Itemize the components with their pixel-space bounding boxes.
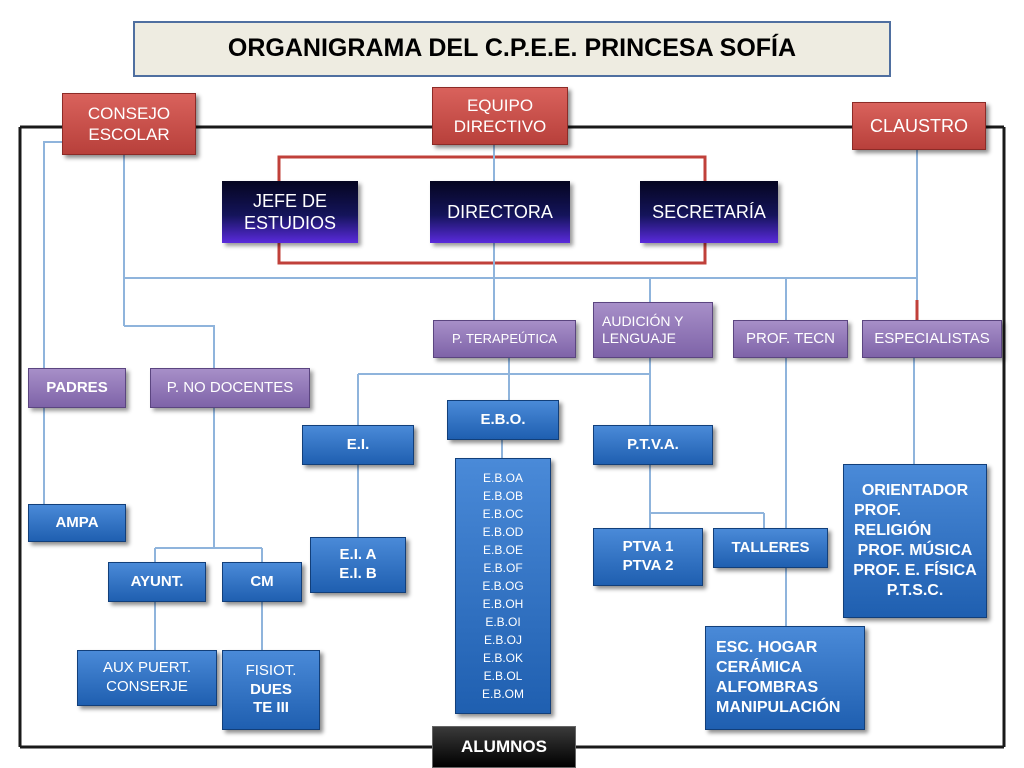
especialistas-box: ESPECIALISTAS	[862, 320, 1002, 358]
jefe-line-1: JEFE DE	[252, 190, 327, 211]
taller-item: MANIPULACIÓN	[716, 699, 841, 716]
jefe-estudios-box: JEFE DE ESTUDIOS	[222, 181, 358, 243]
talleres-box: TALLERES	[713, 528, 828, 568]
ei-groups-box: E.I. A E.I. B	[310, 537, 406, 593]
ptva-box: P.T.V.A.	[593, 425, 713, 465]
talleres-list-box: ESC. HOGAR CERÁMICA ALFOMBRAS MANIPULACI…	[705, 626, 865, 730]
ebo-box: E.B.O.	[447, 400, 559, 440]
ptva-group-1: PTVA 1	[622, 538, 674, 556]
no-docentes-box: P. NO DOCENTES	[150, 368, 310, 408]
ebo-group: E.B.OD	[482, 525, 524, 539]
ebo-group: E.B.OG	[482, 579, 524, 593]
ebo-group: E.B.OJ	[483, 633, 522, 647]
ebo-group: E.B.OH	[482, 597, 524, 611]
ebo-group: E.B.OI	[485, 615, 521, 629]
claustro-box: CLAUSTRO	[852, 102, 986, 150]
cm-box: CM	[222, 562, 302, 602]
ampa-box: AMPA	[28, 504, 126, 542]
aux-line-2: CONSERJE	[106, 678, 188, 695]
ebo-group: E.B.OB	[482, 489, 523, 503]
outer-frame	[18, 125, 1006, 749]
equipo-directivo-box: EQUIPO DIRECTIVO	[432, 87, 568, 145]
ptva-groups-box: PTVA 1 PTVA 2	[593, 528, 703, 586]
taller-item: ALFOMBRAS	[716, 679, 819, 696]
equipo-line-2: DIRECTIVO	[453, 117, 547, 136]
audicion-line-2: LENGUAJE	[602, 330, 676, 346]
ebo-groups-box: E.B.OA E.B.OB E.B.OC E.B.OD E.B.OE E.B.O…	[455, 458, 551, 714]
especialista-item: PROF. E. FÍSICA	[853, 562, 977, 579]
ayunt-box: AYUNT.	[108, 562, 206, 602]
ei-box: E.I.	[302, 425, 414, 465]
taller-item: CERÁMICA	[716, 659, 803, 676]
fisiot-line-2: DUES	[250, 680, 292, 698]
consejo-escolar-box: CONSEJO ESCOLAR	[62, 93, 196, 155]
alumnos-box: ALUMNOS	[432, 726, 576, 768]
consejo-line-1: CONSEJO	[87, 103, 171, 123]
audicion-line-1: AUDICIÓN Y	[602, 312, 684, 329]
especialista-item: PROF.	[854, 502, 902, 519]
especialista-item: RELIGIÓN	[854, 522, 932, 539]
blue-connectors	[43, 141, 918, 650]
especialista-item: P.T.S.C.	[886, 582, 944, 599]
especialista-item: PROF. MÚSICA	[857, 542, 973, 559]
ebo-group: E.B.OL	[483, 669, 523, 683]
prof-tecn-box: PROF. TECN	[733, 320, 848, 358]
fisiot-line-3: TE III	[253, 699, 289, 717]
jefe-line-2: ESTUDIOS	[243, 213, 336, 233]
secretaria-box: SECRETARÍA	[640, 181, 778, 243]
especialistas-list-box: ORIENTADOR PROF. RELIGIÓN PROF. MÚSICA P…	[843, 464, 987, 618]
aux-line-1: AUX PUERT.	[102, 659, 192, 677]
aux-box: AUX PUERT. CONSERJE	[77, 650, 217, 706]
ebo-group: E.B.OC	[482, 507, 524, 521]
ebo-group: E.B.OM	[481, 687, 524, 701]
terapeutica-box: P. TERAPEÚTICA	[433, 320, 576, 358]
taller-item: ESC. HOGAR	[716, 639, 818, 656]
direction-frame	[277, 155, 919, 320]
fisiot-line-1: FISIOT.	[245, 661, 297, 679]
audicion-lenguaje-box: AUDICIÓN Y LENGUAJE	[593, 302, 713, 358]
fisiot-box: FISIOT. DUES TE III	[222, 650, 320, 730]
ei-group-b: E.I. B	[339, 565, 377, 582]
ebo-group: E.B.OE	[482, 543, 523, 557]
chart-title: ORGANIGRAMA DEL C.P.E.E. PRINCESA SOFÍA	[133, 21, 891, 77]
ptva-group-2: PTVA 2	[622, 557, 674, 574]
equipo-line-1: EQUIPO	[466, 95, 534, 115]
ebo-group: E.B.OA	[482, 471, 523, 485]
padres-box: PADRES	[28, 368, 126, 408]
directora-box: DIRECTORA	[430, 181, 570, 243]
consejo-line-2: ESCOLAR	[88, 125, 170, 144]
ei-group-a: E.I. A	[339, 546, 377, 564]
ebo-group: E.B.OK	[482, 651, 523, 665]
especialista-item: ORIENTADOR	[861, 482, 969, 499]
ebo-group: E.B.OF	[483, 561, 523, 575]
